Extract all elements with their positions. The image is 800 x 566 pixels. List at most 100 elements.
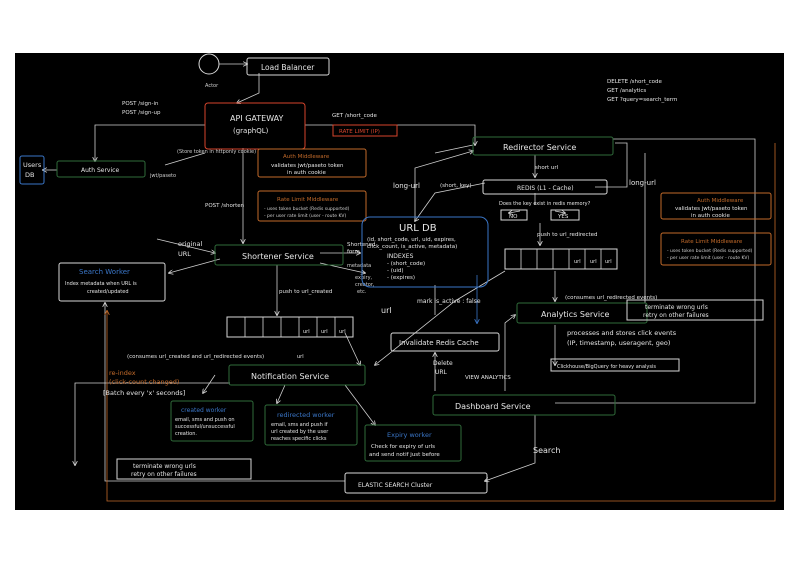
url-db-idx2: - (uid): [387, 268, 404, 274]
dashboard-to-analytics-arrow: [504, 315, 515, 391]
queue-url-created: url url url: [226, 316, 354, 338]
expiry-worker-text1: Check for expiry of urls: [371, 444, 435, 450]
original-url-label2: URL: [178, 250, 191, 258]
search-worker-text1: Index metadata when URL is: [65, 281, 137, 287]
reindex-line2: (click-count changed): [109, 378, 179, 386]
push-url-redirected-label: push to url_redirected: [537, 232, 598, 238]
decision-yes: YES: [550, 209, 580, 221]
redirected-worker: redirected worker email, sms and push if…: [264, 404, 358, 446]
auth-middleware-right: Auth Middleware validates jwt/paseto tok…: [660, 192, 772, 220]
etc-label: etc.: [357, 289, 367, 295]
decision-no-label: NO: [509, 214, 518, 220]
decision-yes-label: YES: [557, 214, 569, 220]
auth-middleware-left-text1: validates jwt/paseto token: [271, 163, 344, 169]
redirector-service-label: Redirector Service: [503, 143, 576, 152]
original-url-label: original: [178, 240, 202, 248]
auth-middleware-left-title: Auth Middleware: [283, 154, 330, 160]
auth-jwt-label: jwt/paseto: [149, 173, 176, 179]
url-db-idx1: - (short_code): [387, 261, 425, 267]
rate-limit-middleware-left-text1: - uses token bucket (Redis supported): [264, 206, 350, 212]
redirected-worker-title: redirected worker: [277, 411, 335, 419]
reindex-line3: [Batch every 'x' seconds]: [103, 389, 185, 397]
url-label: url: [381, 306, 392, 315]
url-db-indexes: INDEXES: [387, 253, 414, 260]
auth-cookie-note: (Store token in httponly cookie): [177, 149, 256, 155]
expiry-label: expiry,: [355, 275, 373, 281]
url-db-title: URL DB: [399, 223, 437, 234]
elastic-search: ELASTIC SEARCH Cluster: [344, 472, 488, 494]
rate-limit-middleware-left-title: Rate Limit Middleware: [277, 197, 339, 203]
terminate-right: terminate wrong urls retry on other fail…: [626, 299, 764, 321]
route-post-signup: POST /sign-up: [122, 110, 161, 116]
auth-service-label: Auth Service: [81, 167, 119, 174]
rate-limit-middleware-right-text2: - per user rate limit (user - route KV): [667, 255, 750, 261]
route-post-signin: POST /sign-in: [122, 101, 159, 107]
rate-limit-middleware-left-text2: - per user rate limit (user - route KV): [264, 213, 347, 219]
short-url-label: short url: [535, 165, 559, 171]
search-worker-text2: created/updated: [87, 289, 129, 295]
expiry-worker-title: Expiry worker: [387, 431, 432, 439]
auth-service: Auth Service: [56, 160, 146, 178]
redirected-worker-text2: url created by the user: [271, 429, 329, 435]
notification-to-expiry-arrow: [344, 384, 375, 425]
route-get-query: GET ?query=search_term: [607, 97, 677, 103]
created-worker-text3: creation.: [175, 431, 197, 437]
rate-limit-middleware-right-title: Rate Limit Middleware: [681, 239, 743, 245]
auth-middleware-left-text2: in auth cookie: [287, 170, 326, 176]
long-url-right-label: long-url: [629, 179, 656, 187]
actor-label: Actor: [205, 83, 219, 89]
notification-url-label: url: [297, 354, 304, 360]
actor: Actor: [198, 53, 220, 89]
redis-cache: REDIS (L1 - Cache): [482, 179, 608, 195]
rate-limit-middleware-left: Rate Limit Middleware - uses token bucke…: [257, 190, 367, 222]
analytics-service-label: Analytics Service: [541, 310, 610, 319]
invalidate-cache-label: Invalidate Redis Cache: [399, 339, 479, 347]
redis-longurl-right: [595, 142, 628, 188]
gateway-to-auth-arrow: [95, 124, 205, 161]
dashboard-search-arrow: [485, 415, 536, 481]
url-db-schema1: (id, short_code, url, uid, expires,: [367, 237, 456, 243]
redirector-left-route: [434, 144, 474, 154]
expiry-worker: Expiry worker Check for expiry of urls a…: [364, 424, 462, 462]
delete-url-label: Delete: [433, 360, 453, 367]
analytics-process1: processes and stores click events: [567, 329, 677, 337]
shortener-to-search-arrow: [169, 258, 221, 273]
users-db-line2: DB: [25, 171, 34, 179]
notification-consumes-label: (consumes url_created and url_redirected…: [127, 354, 264, 360]
rate-limit-middleware-right-text1: - uses token bucket (Redis supported): [667, 248, 753, 254]
shortener-service-label: Shortener Service: [242, 252, 314, 261]
search-label: Search: [533, 446, 560, 455]
terminate-right-line2: retry on other failures: [643, 312, 709, 319]
delete-url-label2: URL: [435, 369, 448, 376]
rate-limit-middleware-right: Rate Limit Middleware - uses token bucke…: [660, 232, 772, 266]
api-gateway-subtitle: (graphQL): [233, 127, 269, 135]
shortened-form-label: Shortened: [347, 242, 376, 248]
analytics-consumes-label: (consumes url_redirected events): [565, 295, 657, 301]
push-url-created-label: push to url_created: [279, 289, 332, 295]
redis-label: REDIS (L1 - Cache): [517, 185, 574, 192]
long-url-left-label: long-url: [393, 182, 420, 190]
invalidate-cache: Invalidate Redis Cache: [390, 332, 500, 352]
url-db: URL DB (id, short_code, url, uid, expire…: [361, 216, 489, 288]
redirector-delete-route: [555, 138, 756, 404]
users-db: Users DB: [19, 155, 45, 185]
url-db-idx3: - (expires): [387, 275, 415, 281]
search-worker: Search Worker Index metadata when URL is…: [58, 262, 166, 302]
gateway-to-redirector-arrow: [305, 124, 475, 145]
rate-limit-ip-label: RATE LIMIT (IP): [339, 129, 380, 135]
route-get-analytics: GET /analytics: [607, 88, 646, 94]
rate-limit-ip: RATE LIMIT (IP): [332, 124, 398, 137]
lb-to-gateway-arrow: [237, 73, 260, 103]
redirected-queue-to-notification: [375, 270, 506, 365]
terminate-left-line1: terminate wrong urls: [133, 463, 196, 470]
mark-inactive-label: mark is_active : false: [417, 298, 481, 305]
notification-service: Notification Service: [228, 364, 366, 386]
redirector-service: Redirector Service: [472, 136, 614, 156]
created-worker-text1: email, sms and push on: [175, 417, 235, 423]
analytics-service: Analytics Service: [516, 302, 648, 324]
queue-created-cell-3: url: [339, 329, 346, 335]
redirector-right-loop: [615, 153, 646, 304]
queue-created-cell-1: url: [303, 329, 310, 335]
queue-created-cell-2: url: [321, 329, 328, 335]
load-balancer-label: Load Balancer: [261, 63, 315, 72]
